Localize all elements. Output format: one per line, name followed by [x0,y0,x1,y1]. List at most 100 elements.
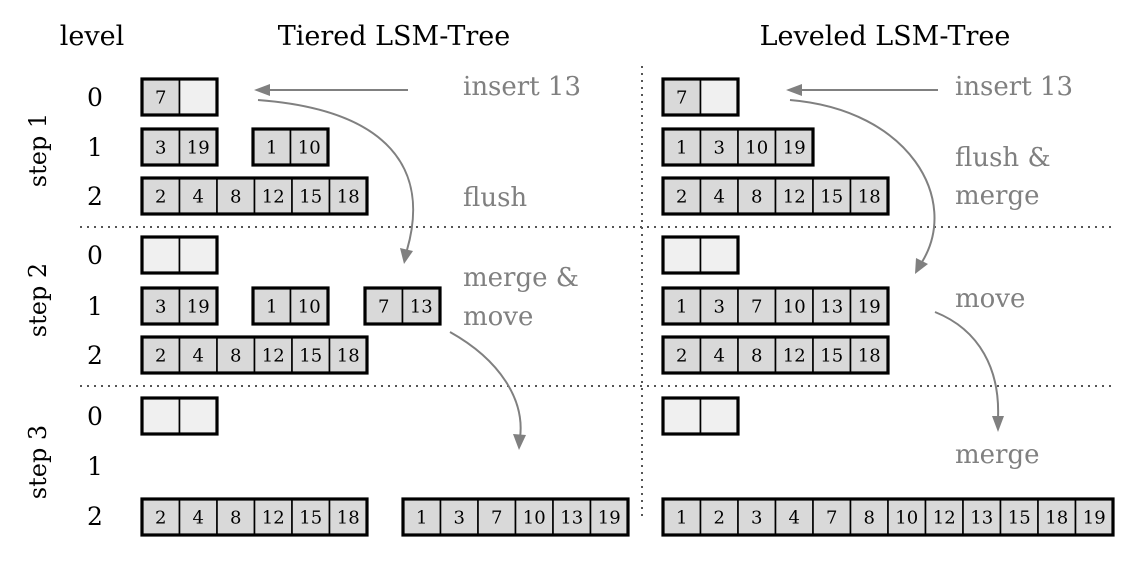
step-3-label: step 3 [24,425,52,499]
key-cell [253,498,293,536]
key-label: 19 [598,508,621,529]
key-label: 2 [155,508,166,529]
run-border [661,127,815,167]
run-border [363,286,442,326]
run-border [251,286,330,326]
arrows [254,84,1004,450]
leveled-flush-label: flush & [955,143,1051,173]
level-header: level [60,21,124,52]
key-label: 4 [714,346,725,367]
key-label: 19 [858,297,881,318]
key-cell [812,287,852,325]
arrow-head [992,416,1004,432]
key-label: 7 [826,508,837,529]
key-cell [812,177,852,215]
empty-cell [662,397,702,435]
level-label: 1 [87,452,103,481]
run-border [140,335,369,375]
key-label: 10 [523,508,546,529]
tiered-title: Tiered LSM-Tree [278,21,510,52]
key-label: 15 [820,346,843,367]
key-label: 2 [155,187,166,208]
empty-cell [699,236,739,274]
key-label: 13 [560,508,583,529]
key-cell [662,78,702,116]
key-label: 1 [266,138,277,159]
key-cell [774,177,814,215]
run-border [140,235,219,275]
key-label: 18 [337,508,360,529]
key-label: 1 [676,508,687,529]
leveled-merge-label-2: merge [955,440,1040,470]
key-label: 10 [298,297,321,318]
key-label: 2 [155,346,166,367]
key-label: 8 [230,508,241,529]
key-cell [887,498,927,536]
key-label: 2 [676,187,687,208]
key-label: 3 [714,297,725,318]
key-label: 4 [193,508,204,529]
key-label: 15 [1008,508,1031,529]
key-label: 18 [337,346,360,367]
run-border [140,286,219,326]
leveled-run: 7 [661,77,740,117]
level-label: 1 [87,133,103,162]
key-label: 4 [789,508,800,529]
arrow-head [400,248,413,264]
level-label: 2 [87,182,103,211]
run-border [140,77,219,117]
key-cell [662,498,702,536]
tiered-run: 7 [140,77,219,117]
key-label: 15 [299,187,322,208]
key-label: 7 [378,297,389,318]
key-label: 12 [262,187,285,208]
key-label: 1 [416,508,427,529]
key-label: 8 [751,346,762,367]
key-label: 10 [895,508,918,529]
key-label: 3 [155,138,166,159]
key-label: 3 [714,138,725,159]
key-label: 4 [714,187,725,208]
key-cell [178,498,218,536]
empty-cell [178,78,218,116]
key-label: 7 [676,88,687,109]
empty-cell [699,397,739,435]
level-label: 0 [87,241,103,270]
leveled-title: Leveled LSM-Tree [760,21,1011,52]
arrow-head [915,258,928,274]
step-2-label: step 2 [24,263,52,337]
key-label: 18 [1045,508,1068,529]
level-label: 0 [87,402,103,431]
key-label: 15 [299,346,322,367]
leveled-move-arrow [934,311,1000,419]
tiered-flush-arrow [257,99,415,251]
key-cell [253,336,293,374]
key-label: 8 [230,346,241,367]
key-cell [552,498,592,536]
key-label: 12 [783,187,806,208]
run-border [661,77,740,117]
run-border [661,286,890,326]
run-border [661,497,1115,537]
key-label: 1 [266,297,277,318]
empty-cell [662,236,702,274]
key-label: 7 [751,297,762,318]
key-label: 10 [745,138,768,159]
key-label: 13 [970,508,993,529]
run-border [140,176,369,216]
key-label: 2 [676,346,687,367]
empty-cell [178,236,218,274]
key-cell [774,128,814,166]
key-label: 3 [454,508,465,529]
key-cell [737,177,777,215]
key-label: 1 [676,297,687,318]
leveled-merge-label-1: merge [955,181,1040,211]
